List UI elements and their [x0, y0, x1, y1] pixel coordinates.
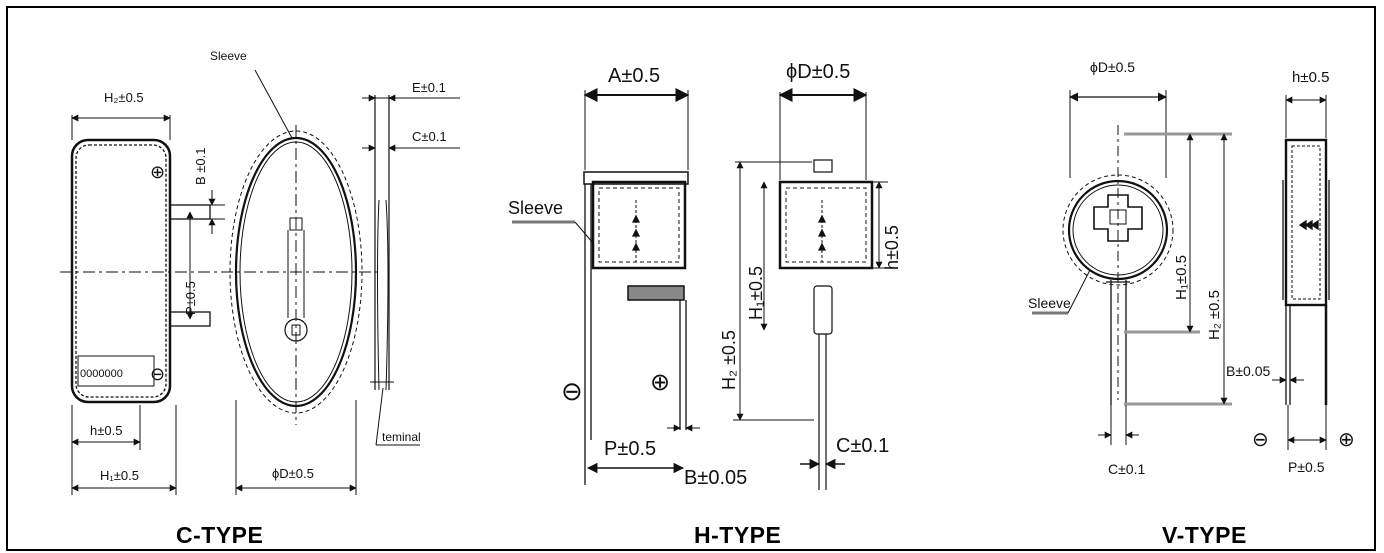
v-type-drawing — [1032, 90, 1330, 450]
h-type-a-label: A±0.5 — [608, 65, 660, 87]
h-type-b-label: B±0.05 — [684, 467, 747, 489]
c-type-plus-symbol: ⊕ — [150, 162, 165, 182]
h-type-sleeve-label: Sleeve — [508, 198, 563, 218]
c-type-h2-label: H₂±0.5 — [104, 90, 144, 105]
h-type-phid-label: ϕD±0.5 — [786, 61, 850, 83]
c-type-drawing — [60, 69, 460, 495]
v-type-h2-label: H₂ ±0.5 — [1206, 290, 1223, 340]
h-type-drawing — [512, 88, 888, 490]
c-type-side-body — [70, 138, 172, 404]
h-type-minus-symbol: ⊖ — [561, 376, 583, 406]
c-type-title: C-TYPE — [176, 522, 264, 548]
v-type-h-label: h±0.5 — [1292, 69, 1329, 86]
v-type-side-body — [1284, 138, 1328, 307]
v-type-h1-label: H₁±0.5 — [1173, 255, 1190, 300]
v-type-b-label: B±0.05 — [1226, 363, 1270, 379]
c-type-terminal-label: teminal — [382, 430, 421, 444]
v-type-minus-symbol: ⊖ — [1252, 429, 1269, 451]
v-type-p-label: P±0.5 — [1288, 459, 1325, 475]
c-type-h-label: h±0.5 — [90, 423, 122, 438]
c-type-phid-label: ϕD±0.5 — [272, 466, 314, 481]
v-type-sleeve-label: Sleeve — [1028, 295, 1071, 311]
h-type-h-label: h±0.5 — [882, 225, 902, 270]
v-type-plus-symbol: ⊕ — [1338, 429, 1355, 451]
h-type-p-label: P±0.5 — [604, 438, 656, 460]
h-type-h2-label: H₂ ±0.5 — [719, 330, 739, 390]
h-type-front-body — [778, 180, 874, 270]
c-type-e-label: E±0.1 — [412, 80, 446, 95]
diagram-frame — [6, 6, 1376, 551]
h-type-side-body — [591, 180, 687, 270]
c-type-p-label: P±0.5 — [183, 281, 198, 315]
v-type-c-label: C±0.1 — [1108, 461, 1145, 477]
c-type-marking-text: 0000000 — [80, 368, 123, 380]
v-type-title: V-TYPE — [1162, 522, 1247, 548]
h-type-h1-label: H₁±0.5 — [746, 266, 766, 320]
h-type-c-label: C±0.1 — [836, 435, 889, 457]
h-type-title: H-TYPE — [694, 522, 782, 548]
c-type-b-label: B ±0.1 — [193, 148, 208, 186]
h-type-plus-symbol: ⊕ — [650, 369, 670, 396]
v-type-phid-label: ϕD±0.5 — [1090, 59, 1135, 75]
c-type-h1-label: H₁±0.5 — [100, 468, 139, 483]
c-type-sleeve-label: Sleeve — [210, 49, 247, 63]
c-type-minus-symbol: ⊖ — [150, 364, 165, 384]
c-type-c-label: C±0.1 — [412, 129, 447, 144]
